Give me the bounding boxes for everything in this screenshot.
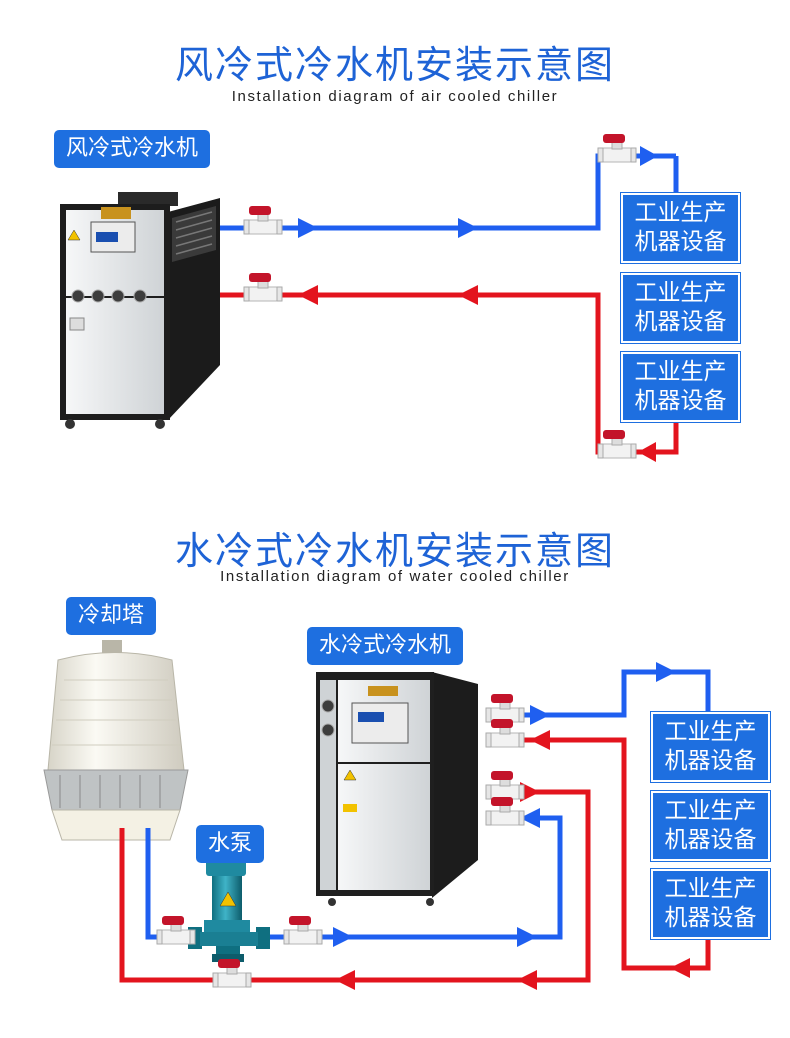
equipment-box: 工业生产 机器设备 — [621, 273, 740, 343]
equipment-box: 工业生产 机器设备 — [651, 869, 770, 939]
water-cooled-chiller-label: 水冷式冷水机 — [307, 627, 464, 665]
water-section-title: 水冷式冷水机安装示意图 — [174, 529, 615, 573]
air-cooled-chiller-label: 风冷式冷水机 — [54, 130, 211, 168]
valve-icon — [485, 770, 525, 800]
valve-icon — [243, 272, 283, 302]
valve-icon — [243, 205, 283, 235]
valve-icon — [597, 133, 637, 163]
equipment-box: 工业生产 机器设备 — [651, 712, 770, 782]
water-cooled-chiller-image — [316, 672, 478, 906]
air-section-title: 风冷式冷水机安装示意图 — [174, 43, 615, 87]
process-supply-pipe — [520, 662, 711, 725]
equipment-box: 工业生产 机器设备 — [651, 791, 770, 861]
cooling-tower-label: 冷却塔 — [66, 597, 157, 635]
cooling-tower-image — [43, 640, 189, 841]
valve-icon — [485, 718, 525, 748]
process-return-pipe — [520, 730, 711, 978]
valve-icon — [283, 915, 323, 945]
water-pump-image — [188, 860, 270, 962]
equipment-box: 工业生产 机器设备 — [621, 352, 740, 422]
equipment-box: 工业生产 机器设备 — [621, 193, 740, 263]
valve-icon — [485, 796, 525, 826]
valve-icon — [485, 693, 525, 723]
valve-icon — [212, 958, 252, 988]
air-cooled-chiller-image — [60, 192, 220, 429]
air-section-subtitle: Installation diagram of air cooled chill… — [231, 88, 559, 105]
water-section-subtitle: Installation diagram of water cooled chi… — [220, 568, 570, 585]
water-pump-label: 水泵 — [196, 825, 265, 863]
cooling-water-return-pipe — [119, 782, 591, 990]
valve-icon — [156, 915, 196, 945]
valve-icon — [597, 429, 637, 459]
